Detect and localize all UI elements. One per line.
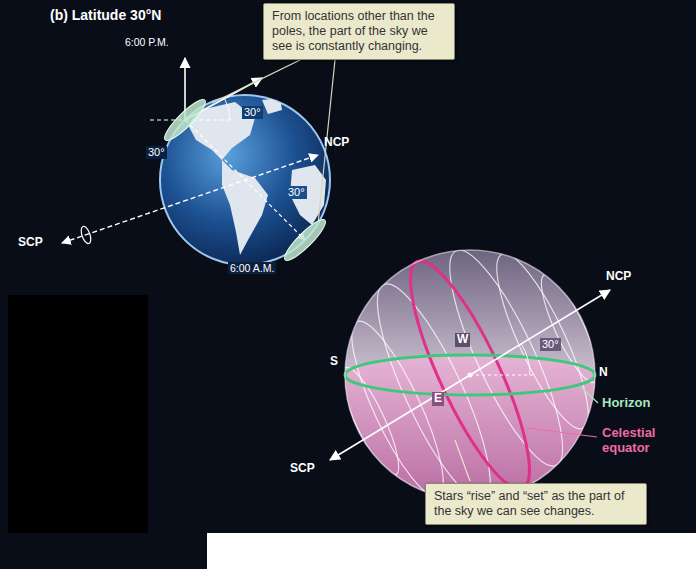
horizon-plane: [280, 215, 329, 264]
callout-text: From locations other than the poles, the…: [272, 9, 446, 54]
horizon-circle: [345, 355, 595, 395]
direction-label: N: [599, 366, 608, 380]
equator-label: Celestial equator: [602, 426, 682, 456]
callout-box: From locations other than the poles, the…: [263, 3, 455, 60]
leader-line: [455, 387, 598, 481]
angle-label: 30°: [286, 186, 307, 199]
celestial-equator: [390, 249, 550, 501]
angle-label: 30°: [242, 106, 263, 119]
direction-label: E: [432, 392, 444, 406]
angle-label: 30°: [540, 338, 561, 351]
pole-label: NCP: [324, 136, 349, 150]
callout-box: Stars “rise” and “set” as the part of th…: [425, 483, 647, 525]
angle-label: 30°: [146, 146, 167, 159]
time-label: 6:00 A.M.: [228, 262, 276, 274]
earth-globe: [160, 95, 330, 265]
callout-text: Stars “rise” and “set” as the part of th…: [434, 489, 638, 519]
horizon-label: Horizon: [602, 396, 650, 411]
redaction-block: [8, 295, 148, 533]
pole-label: SCP: [290, 462, 315, 476]
direction-label: W: [455, 333, 470, 347]
time-label: 6:00 P.M.: [125, 36, 169, 48]
horizon-plane: [160, 95, 209, 144]
sphere-axis: [330, 290, 610, 460]
globe-lines: [62, 58, 318, 245]
leader-line: [212, 60, 335, 224]
figure-title: (b) Latitude 30°N: [50, 7, 161, 23]
blank-strip: [207, 533, 696, 569]
pole-label: SCP: [18, 236, 43, 250]
celestial-sphere: [330, 239, 610, 511]
pole-label: NCP: [606, 270, 631, 284]
direction-label: S: [330, 355, 338, 369]
